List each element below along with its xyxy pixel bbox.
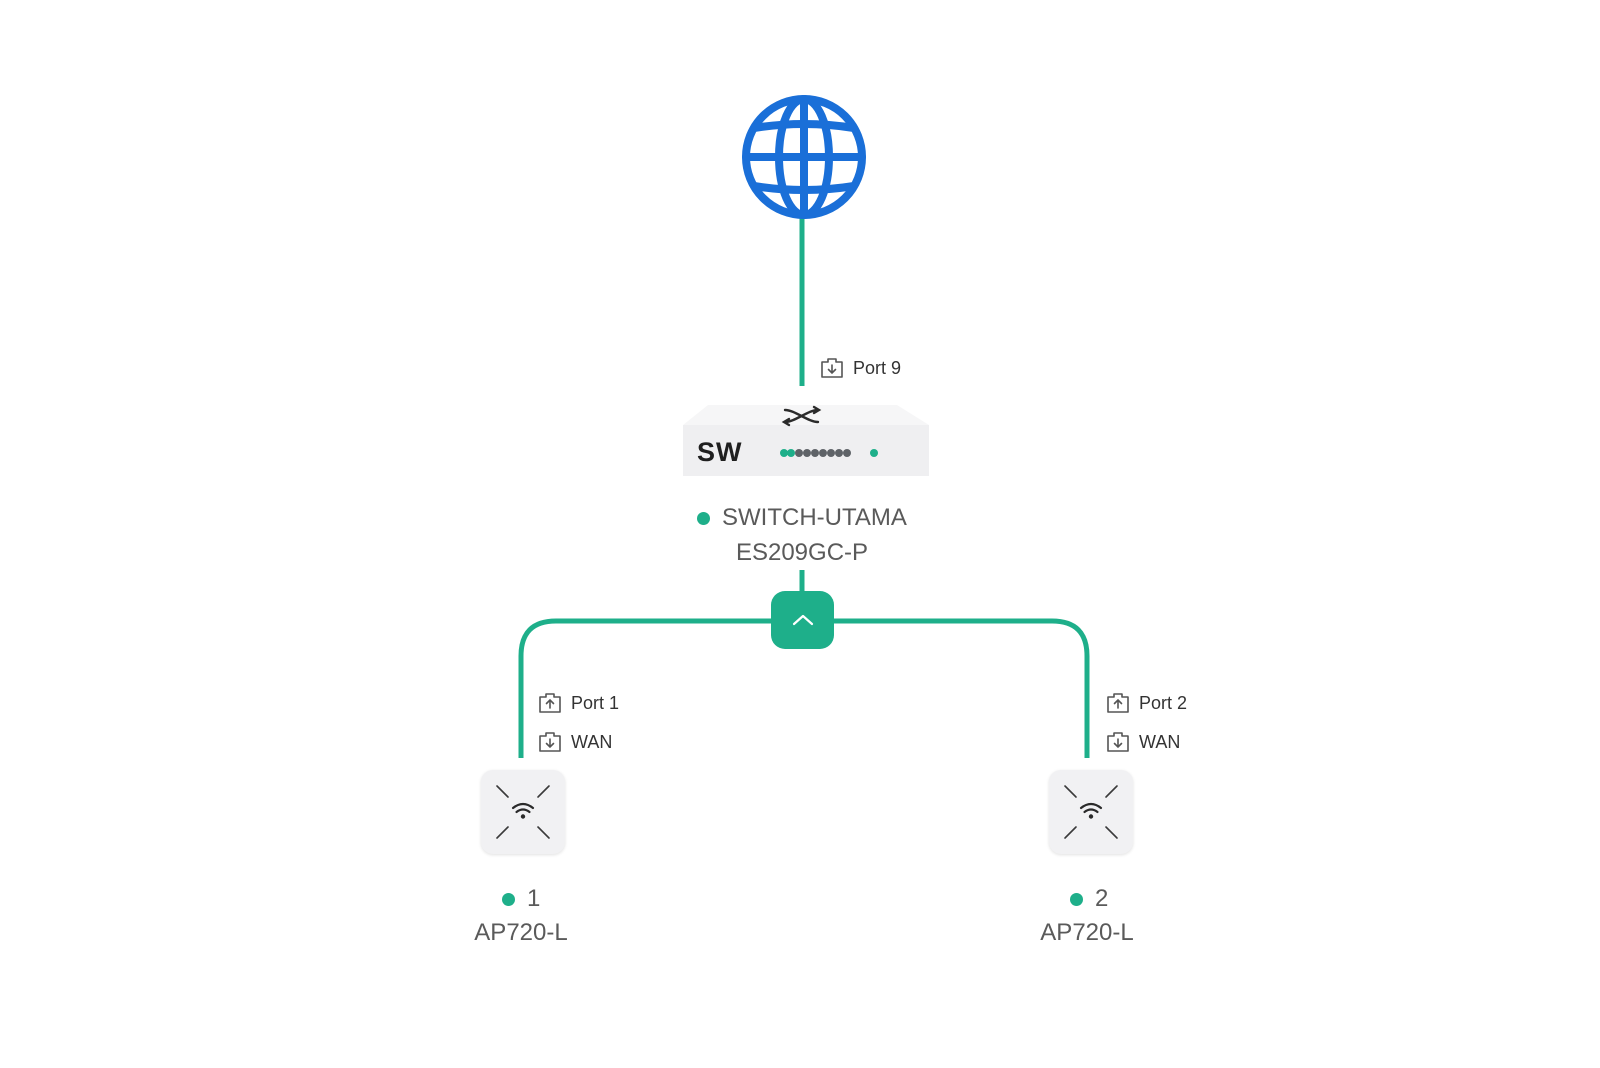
switch-name[interactable]: SWITCH-UTAMA [697, 504, 907, 532]
chevron-up-icon [792, 614, 813, 626]
collapse-button[interactable] [771, 591, 834, 649]
ap-1-local-port: WAN [538, 730, 612, 754]
port-down-icon [821, 358, 843, 378]
ap-2-local-port-label: WAN [1139, 731, 1181, 752]
switch-port-led [835, 449, 843, 457]
ap-1-uplink-port: Port 1 [538, 691, 619, 715]
switch-port-led [811, 449, 819, 457]
switch-port-led [870, 449, 878, 457]
switch-port-led [819, 449, 827, 457]
switch-uplink-port: Port 9 [820, 356, 901, 380]
switch-port-led [803, 449, 811, 457]
ap-2-local-port: WAN [1106, 730, 1180, 754]
ap-1-model: AP720-L [474, 919, 568, 946]
switch-uplink-port-label: Port 9 [853, 357, 902, 378]
port-down-icon [1107, 732, 1129, 752]
access-point-2[interactable] [1049, 770, 1133, 854]
switch-port-led [787, 449, 795, 457]
ap-2-name-label: 2 [1095, 885, 1109, 912]
port-down-icon [539, 732, 561, 752]
link-switch-ap-2 [834, 618, 1090, 758]
switch-port-led [843, 449, 851, 457]
ap-2-name[interactable]: 2 [1070, 885, 1108, 913]
switch-port-led [795, 449, 803, 457]
switch-name-label: SWITCH-UTAMA [722, 504, 907, 531]
ap-1-name[interactable]: 1 [502, 885, 540, 913]
port-up-icon [539, 693, 561, 713]
link-switch-ap-1 [518, 618, 772, 758]
wifi-icon [1064, 785, 1118, 839]
ap-2-uplink-port: Port 2 [1106, 691, 1187, 715]
ap-1-name-label: 1 [527, 885, 541, 912]
ap-2-model: AP720-L [1040, 919, 1134, 946]
switch-port-led [780, 449, 788, 457]
switch-port-leds [780, 449, 878, 457]
status-dot [502, 892, 515, 906]
switch-model: ES209GC-P [735, 539, 869, 566]
port-up-icon [1107, 693, 1129, 713]
ap-1-local-port-label: WAN [571, 731, 613, 752]
status-dot [1070, 892, 1083, 906]
ap-1-uplink-port-label: Port 1 [571, 692, 620, 713]
wifi-icon [496, 785, 550, 839]
ap-2-uplink-port-label: Port 2 [1139, 692, 1188, 713]
switch-logo-icon [781, 405, 822, 427]
globe-icon[interactable] [742, 95, 866, 219]
switch-icon[interactable] [683, 405, 929, 476]
access-point-1[interactable] [481, 770, 565, 854]
switch-badge: SW [697, 437, 743, 467]
status-dot [697, 511, 710, 525]
switch-port-led [827, 449, 835, 457]
